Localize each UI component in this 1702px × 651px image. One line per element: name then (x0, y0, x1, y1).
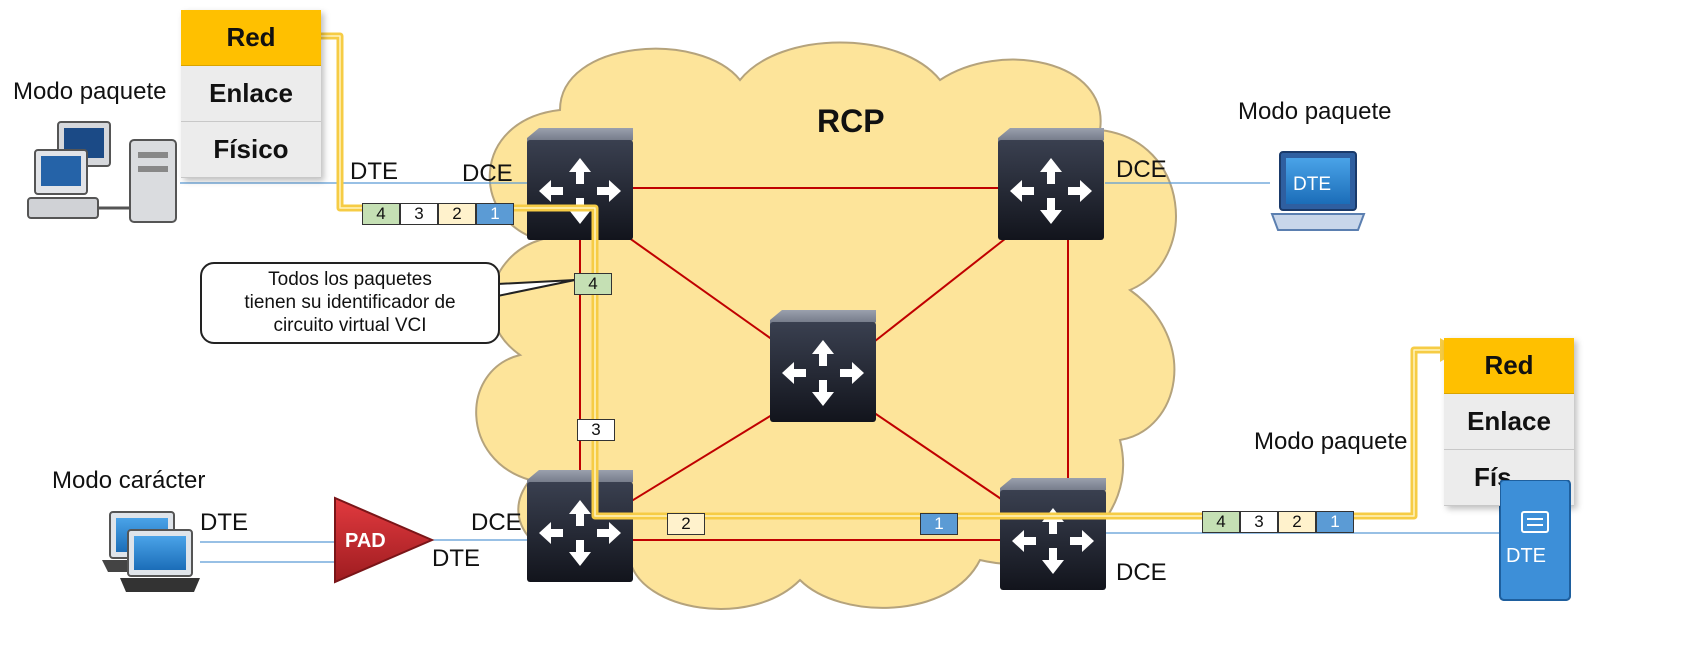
pad-dte-label: DTE (432, 545, 480, 572)
server-overlay (1500, 480, 1571, 601)
left-dce-label: DCE (462, 160, 513, 187)
bottom-right-device-label: DTE (1506, 545, 1546, 567)
access-links (180, 182, 1500, 563)
layer-red: Red (181, 10, 321, 66)
top-right-dce-label: DCE (1116, 156, 1167, 183)
packet-train-right: 4 3 2 1 (1202, 511, 1354, 533)
packet-4: 4 (574, 273, 612, 295)
packet-cell: 4 (1202, 511, 1240, 533)
packet-3: 3 (577, 419, 615, 441)
bottom-left-mode-label: Modo carácter (52, 467, 206, 494)
packet-cell: 3 (400, 203, 438, 225)
router-icon (527, 470, 633, 582)
callout-line: Todos los paquetes (268, 269, 432, 290)
laptop-icon (1270, 151, 1366, 231)
layer-enlace: Enlace (1444, 394, 1574, 450)
packet-train-left: 4 3 2 1 (362, 203, 514, 225)
pad-label: PAD (345, 530, 386, 552)
bottom-left-dce-label: DCE (471, 509, 522, 536)
bottom-right-mode-label: Modo paquete (1254, 428, 1408, 455)
cloud-title: RCP (817, 103, 885, 139)
router-icon (770, 310, 876, 422)
workstation-icon (27, 121, 177, 223)
packet-cell: 2 (1278, 511, 1316, 533)
packet-cell: 3 (1240, 511, 1278, 533)
router-icon (998, 128, 1104, 240)
packet-2: 2 (667, 513, 705, 535)
top-right-mode-label: Modo paquete (1238, 98, 1392, 125)
packet-cell: 2 (438, 203, 476, 225)
layer-fisico: Físico (181, 122, 321, 178)
packet-1: 1 (920, 513, 958, 535)
callout-line: tienen su identificador de (244, 292, 456, 313)
top-right-device-label: DTE (1293, 174, 1331, 195)
terminals-icon (102, 511, 200, 592)
protocol-stack-right: Red Enlace Fís (1444, 338, 1574, 506)
left-mode-label: Modo paquete (13, 78, 167, 105)
router-icon (1000, 478, 1106, 590)
router-icon (527, 128, 633, 240)
packet-cell: 1 (476, 203, 514, 225)
bottom-left-dte-label: DTE (200, 509, 248, 536)
protocol-stack-left: Red Enlace Físico (181, 10, 321, 178)
layer-enlace: Enlace (181, 66, 321, 122)
pad-icon (334, 496, 435, 584)
vci-callout: Todos los paquetes tienen su identificad… (200, 262, 500, 344)
packet-cell: 1 (1316, 511, 1354, 533)
bottom-right-dce-label: DCE (1116, 559, 1167, 586)
packet-cell: 4 (362, 203, 400, 225)
left-dte-label: DTE (350, 158, 398, 185)
layer-red: Red (1444, 338, 1574, 394)
callout-line: circuito virtual VCI (273, 315, 427, 336)
